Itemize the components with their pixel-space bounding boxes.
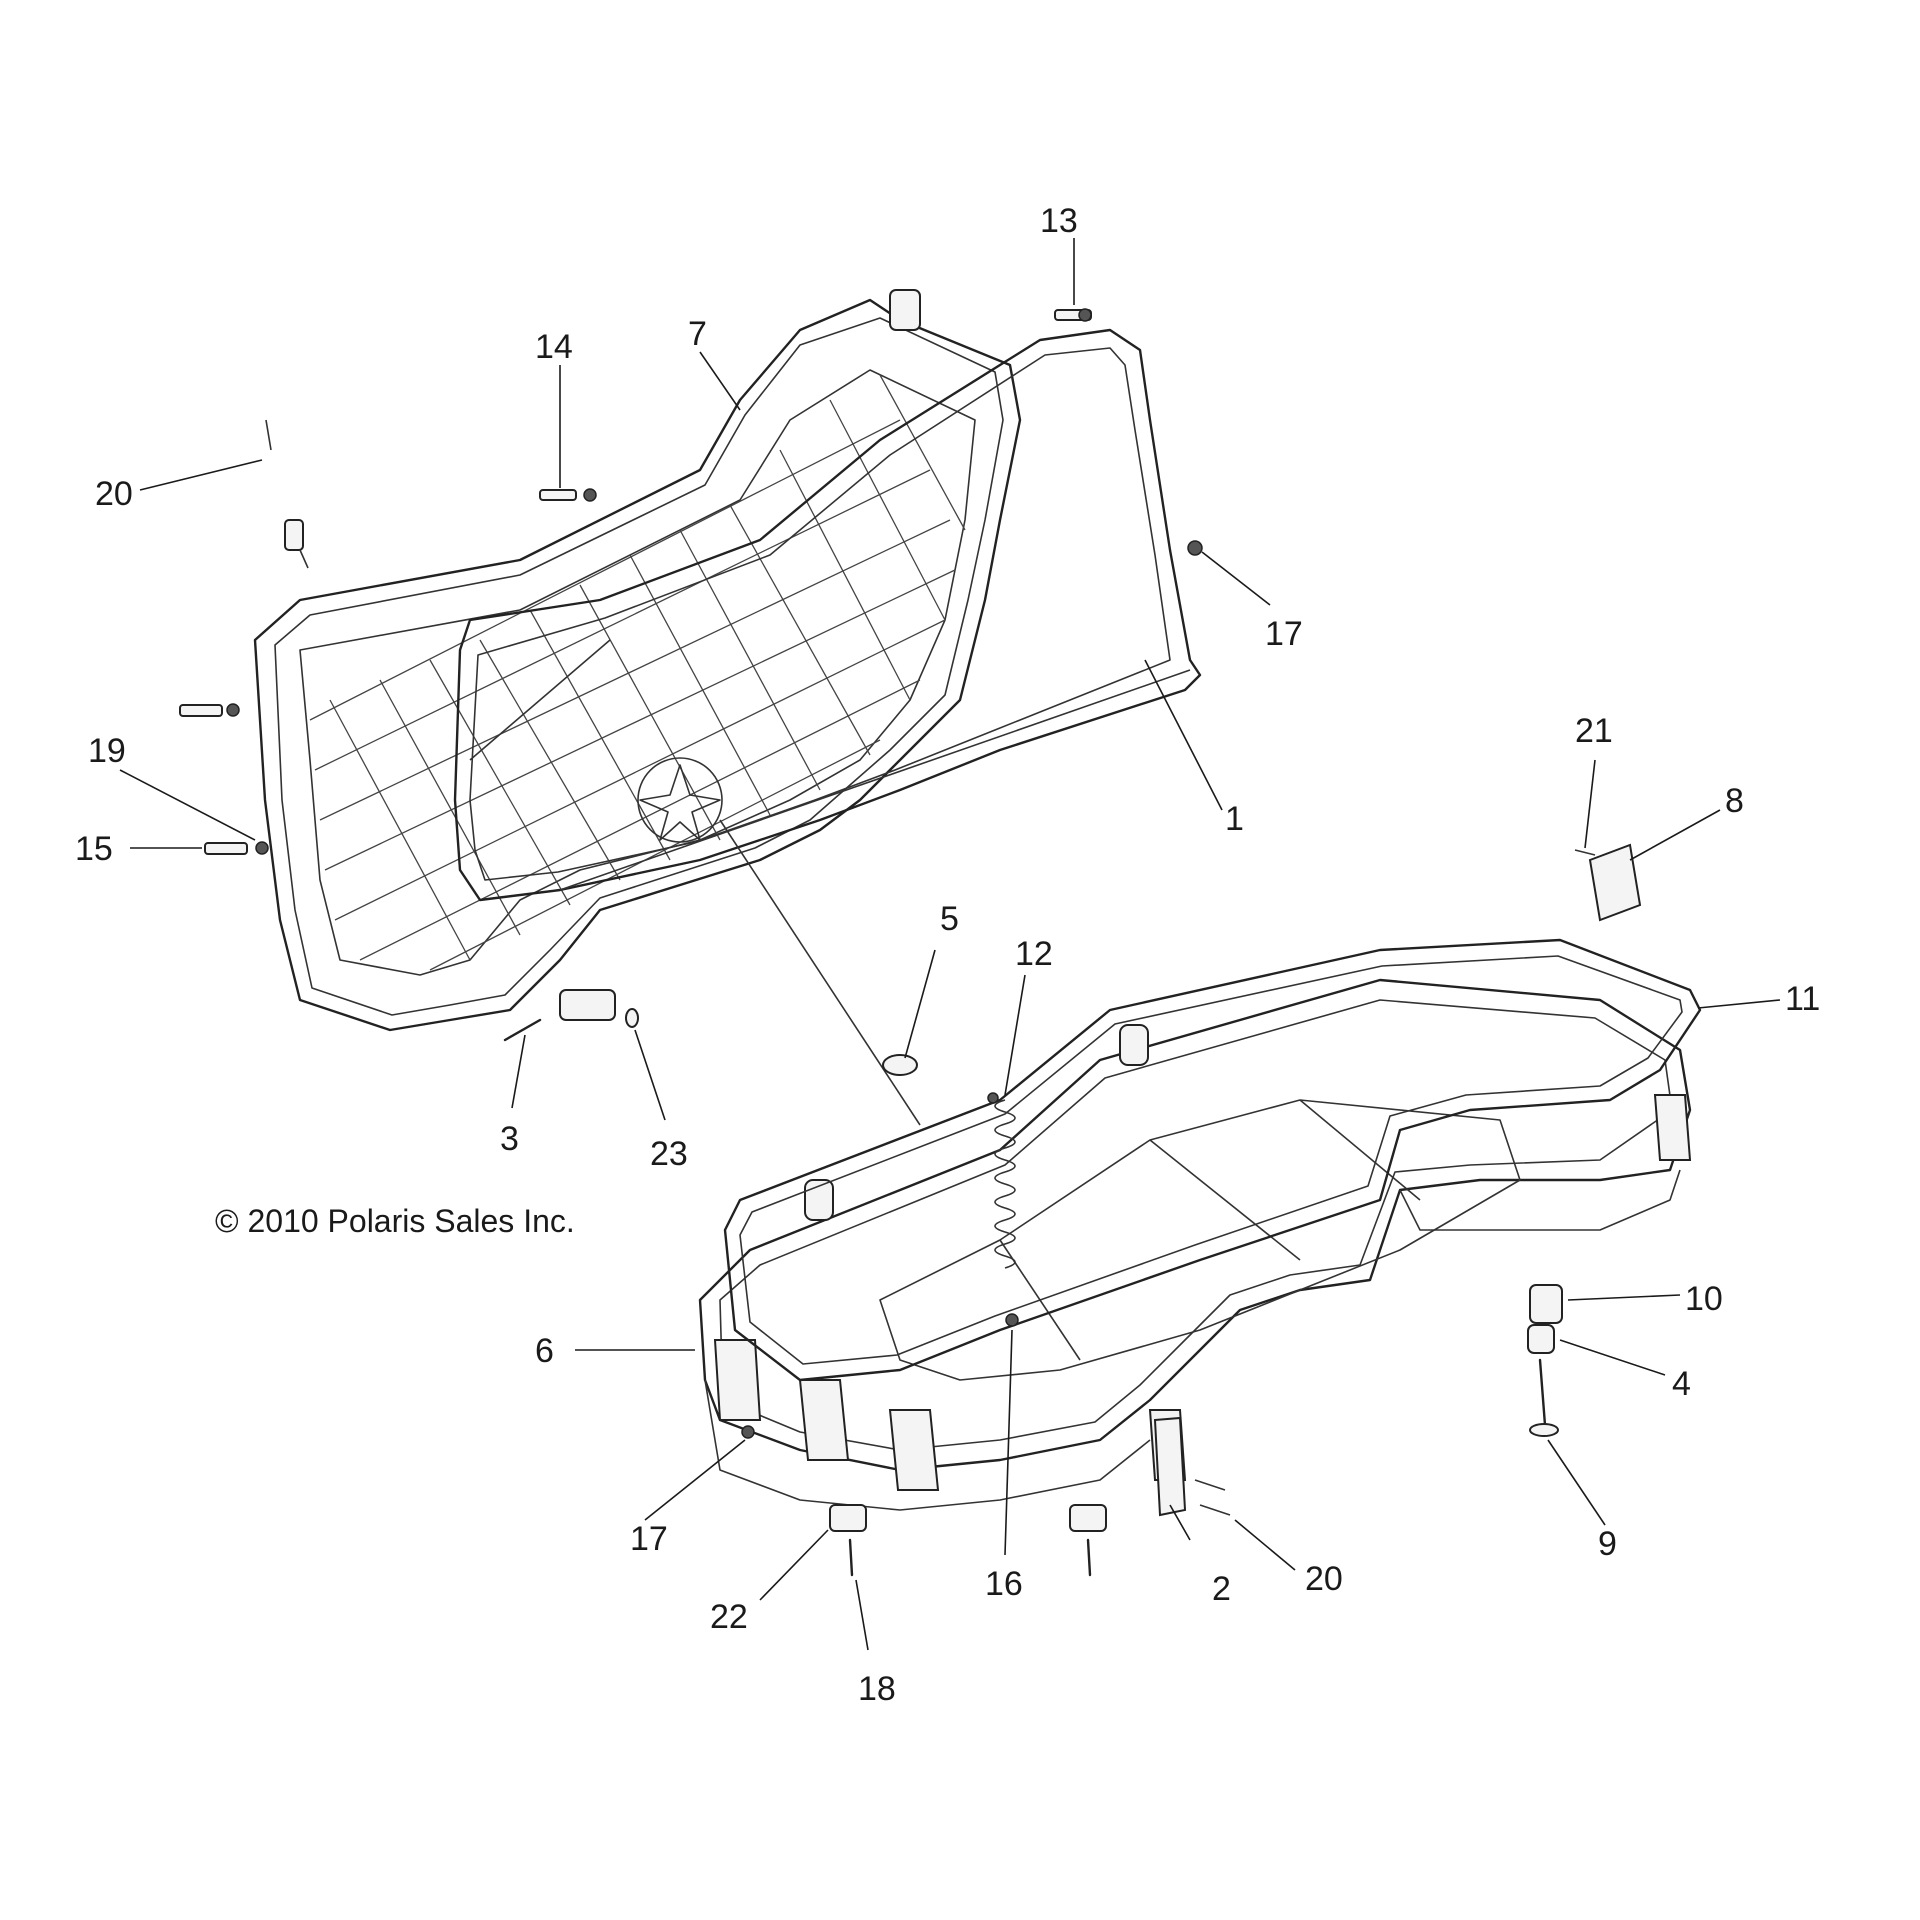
callout-15: 15 bbox=[75, 830, 113, 868]
callout-10: 10 bbox=[1685, 1280, 1723, 1318]
callout-1: 1 bbox=[1225, 800, 1244, 838]
callout-labels: 1 2 3 4 5 6 7 8 9 10 11 12 13 14 15 16 1… bbox=[75, 202, 1820, 1708]
callout-7: 7 bbox=[688, 315, 707, 353]
callout-4: 4 bbox=[1672, 1365, 1691, 1403]
callout-6: 6 bbox=[535, 1332, 554, 1370]
callout-17-lower: 17 bbox=[630, 1520, 668, 1558]
callout-2: 2 bbox=[1212, 1570, 1231, 1608]
callout-8: 8 bbox=[1725, 782, 1744, 820]
copyright-notice: © 2010 Polaris Sales Inc. bbox=[215, 1203, 575, 1239]
callout-12: 12 bbox=[1015, 935, 1053, 973]
spring bbox=[719, 819, 1016, 1269]
seal-gasket bbox=[723, 938, 1702, 1382]
leader-lines bbox=[119, 238, 1781, 1651]
callout-20-lower: 20 bbox=[1305, 1560, 1343, 1598]
rack bbox=[453, 328, 1202, 902]
callout-9: 9 bbox=[1598, 1525, 1617, 1563]
callout-21: 21 bbox=[1575, 712, 1613, 750]
callout-14: 14 bbox=[535, 328, 573, 366]
callout-20-upper: 20 bbox=[95, 475, 133, 513]
callout-23: 23 bbox=[650, 1135, 688, 1173]
callout-16: 16 bbox=[985, 1565, 1023, 1603]
callout-17-upper: 17 bbox=[1265, 615, 1303, 653]
callout-22: 22 bbox=[710, 1598, 748, 1636]
callout-11: 11 bbox=[1785, 980, 1820, 1018]
hardware bbox=[179, 308, 1642, 1577]
callout-5: 5 bbox=[940, 900, 959, 938]
callout-3: 3 bbox=[500, 1120, 519, 1158]
callout-18: 18 bbox=[858, 1670, 896, 1708]
callout-13: 13 bbox=[1040, 202, 1078, 240]
storage-box-lid bbox=[253, 289, 1022, 1032]
callout-19: 19 bbox=[88, 732, 126, 770]
